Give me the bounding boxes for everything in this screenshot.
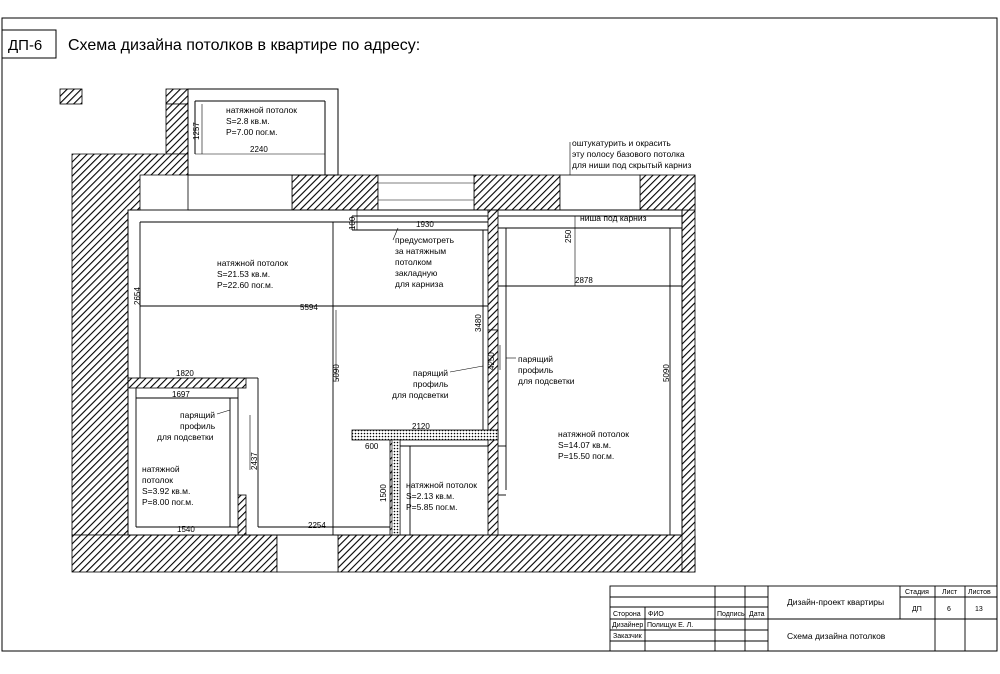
dim-5594: 5594: [300, 303, 318, 312]
corridor-wall-dotted: [351, 429, 499, 441]
window-bedroom: [559, 174, 641, 211]
room-label-small: натяжной потолок S=3.92 кв.м. P=8.00 пог…: [142, 464, 194, 507]
svg-text:для ниши под скрытый карниз: для ниши под скрытый карниз: [572, 160, 691, 170]
svg-text:P=5.85 пог.м.: P=5.85 пог.м.: [406, 502, 458, 512]
stamp-customer: Заказчик: [613, 633, 643, 640]
dimension-lines: [136, 104, 576, 510]
stamp-fio: ФИО: [648, 611, 664, 618]
svg-text:для подсветки: для подсветки: [392, 390, 449, 400]
dim-1500: 1500: [379, 484, 388, 502]
svg-text:S=14.07 кв.м.: S=14.07 кв.м.: [558, 440, 611, 450]
window-living: [187, 174, 293, 211]
dim-1257: 1257: [192, 122, 201, 140]
note-profile-left: парящий профиль для подсветки: [157, 410, 216, 442]
dim-2254: 2254: [308, 521, 326, 530]
stamp-sign: Подпись: [717, 611, 745, 618]
svg-text:оштукатурить и окрасить: оштукатурить и окрасить: [572, 138, 671, 148]
note-profile-center: парящий профиль для подсветки: [392, 368, 449, 400]
stamp-designer: Дизайнер: [612, 621, 643, 629]
stamp-project: Дизайн-проект квартиры: [787, 597, 884, 607]
svg-text:P=8.00 пог.м.: P=8.00 пог.м.: [142, 497, 194, 507]
dim-1540: 1540: [177, 525, 195, 534]
svg-text:профиль: профиль: [413, 379, 449, 389]
svg-text:эту полосу базового потолка: эту полосу базового потолка: [572, 149, 685, 159]
sheet-code-box: [1, 29, 57, 59]
dim-3480: 3480: [474, 314, 483, 332]
room-label-living: натяжной потолок S=21.53 кв.м. P=22.60 п…: [217, 258, 288, 290]
room-label-bathroom: натяжной потолок S=2.13 кв.м. P=5.85 пог…: [406, 480, 477, 512]
sheet-code: ДП-6: [8, 37, 42, 54]
bath-wall-dotted: [391, 439, 401, 536]
svg-text:S=21.53 кв.м.: S=21.53 кв.м.: [217, 269, 270, 279]
title-block: Стадия Лист Листов ДП 6 13 Дизайн-проект…: [609, 585, 998, 652]
dim-1697: 1697: [172, 390, 190, 399]
stamp-side: Сторона: [613, 611, 641, 618]
stamp-col-sheet: Лист: [942, 589, 958, 596]
svg-text:P=15.50 пог.м.: P=15.50 пог.м.: [558, 451, 614, 461]
svg-text:для карниза: для карниза: [395, 279, 444, 289]
svg-text:парящий: парящий: [413, 368, 448, 378]
svg-text:S=3.92 кв.м.: S=3.92 кв.м.: [142, 486, 190, 496]
svg-text:натяжной потолок: натяжной потолок: [558, 429, 629, 439]
balcony-outline: [187, 88, 339, 176]
svg-text:профиль: профиль: [180, 421, 216, 431]
svg-text:потолком: потолком: [395, 257, 432, 267]
dim-1930: 1930: [416, 220, 434, 229]
dim-2437: 2437: [250, 452, 259, 470]
svg-text:парящий: парящий: [518, 354, 553, 364]
svg-text:натяжной: натяжной: [142, 464, 180, 474]
room-outlines: [127, 209, 683, 536]
dim-2240: 2240: [250, 145, 268, 154]
stamp-stage: ДП: [912, 606, 922, 613]
sheet-title: Схема дизайна потолков в квартире по адр…: [68, 37, 420, 54]
svg-text:парящий: парящий: [180, 410, 215, 420]
svg-text:для подсветки: для подсветки: [518, 376, 575, 386]
svg-text:натяжной потолок: натяжной потолок: [217, 258, 288, 268]
svg-text:P=7.00 пог.м.: P=7.00 пог.м.: [226, 127, 278, 137]
dim-1820: 1820: [176, 369, 194, 378]
note-plaster: оштукатурить и окрасить эту полосу базов…: [572, 138, 691, 170]
dim-4250: 4250: [487, 352, 496, 370]
svg-text:профиль: профиль: [518, 365, 554, 375]
door-entrance: [276, 534, 339, 573]
svg-text:закладную: закладную: [395, 268, 438, 278]
window-center: [377, 174, 475, 211]
stamp-col-sheets: Листов: [968, 589, 991, 596]
stamp-designer-name: Полищук Е. Л.: [647, 622, 693, 629]
svg-text:P=22.60 пог.м.: P=22.60 пог.м.: [217, 280, 273, 290]
svg-text:натяжной потолок: натяжной потолок: [406, 480, 477, 490]
dim-600: 600: [365, 442, 379, 451]
note-profile-right: парящий профиль для подсветки: [518, 354, 575, 386]
room-label-balcony: натяжной потолок S=2.8 кв.м. P=7.00 пог.…: [226, 105, 297, 137]
stamp-date: Дата: [749, 611, 765, 618]
dim-2654: 2654: [133, 287, 142, 305]
stamp-col-stage: Стадия: [905, 589, 929, 596]
stamp-sheet: 6: [947, 606, 951, 613]
dim-100: 100: [348, 216, 357, 230]
svg-text:S=2.13 кв.м.: S=2.13 кв.м.: [406, 491, 454, 501]
sheet-frame: [1, 17, 998, 652]
svg-text:предусмотреть: предусмотреть: [395, 235, 455, 245]
dim-5090-right: 5090: [662, 364, 671, 382]
dim-2878: 2878: [575, 276, 593, 285]
stamp-drawing: Схема дизайна потолков: [787, 631, 886, 641]
svg-text:за натяжным: за натяжным: [395, 246, 446, 256]
dim-250: 250: [564, 229, 573, 243]
svg-text:S=2.8 кв.м.: S=2.8 кв.м.: [226, 116, 270, 126]
note-embed: предусмотреть за натяжным потолком закла…: [395, 235, 455, 289]
dim-2120: 2120: [412, 422, 430, 431]
svg-text:потолок: потолок: [142, 475, 173, 485]
stamp-sheets: 13: [975, 606, 983, 613]
room-label-bedroom: натяжной потолок S=14.07 кв.м. P=15.50 п…: [558, 429, 629, 461]
svg-text:для подсветки: для подсветки: [157, 432, 214, 442]
note-niche: ниша под карниз: [580, 213, 647, 223]
svg-text:натяжной потолок: натяжной потолок: [226, 105, 297, 115]
dim-5090-center: 5090: [332, 364, 341, 382]
